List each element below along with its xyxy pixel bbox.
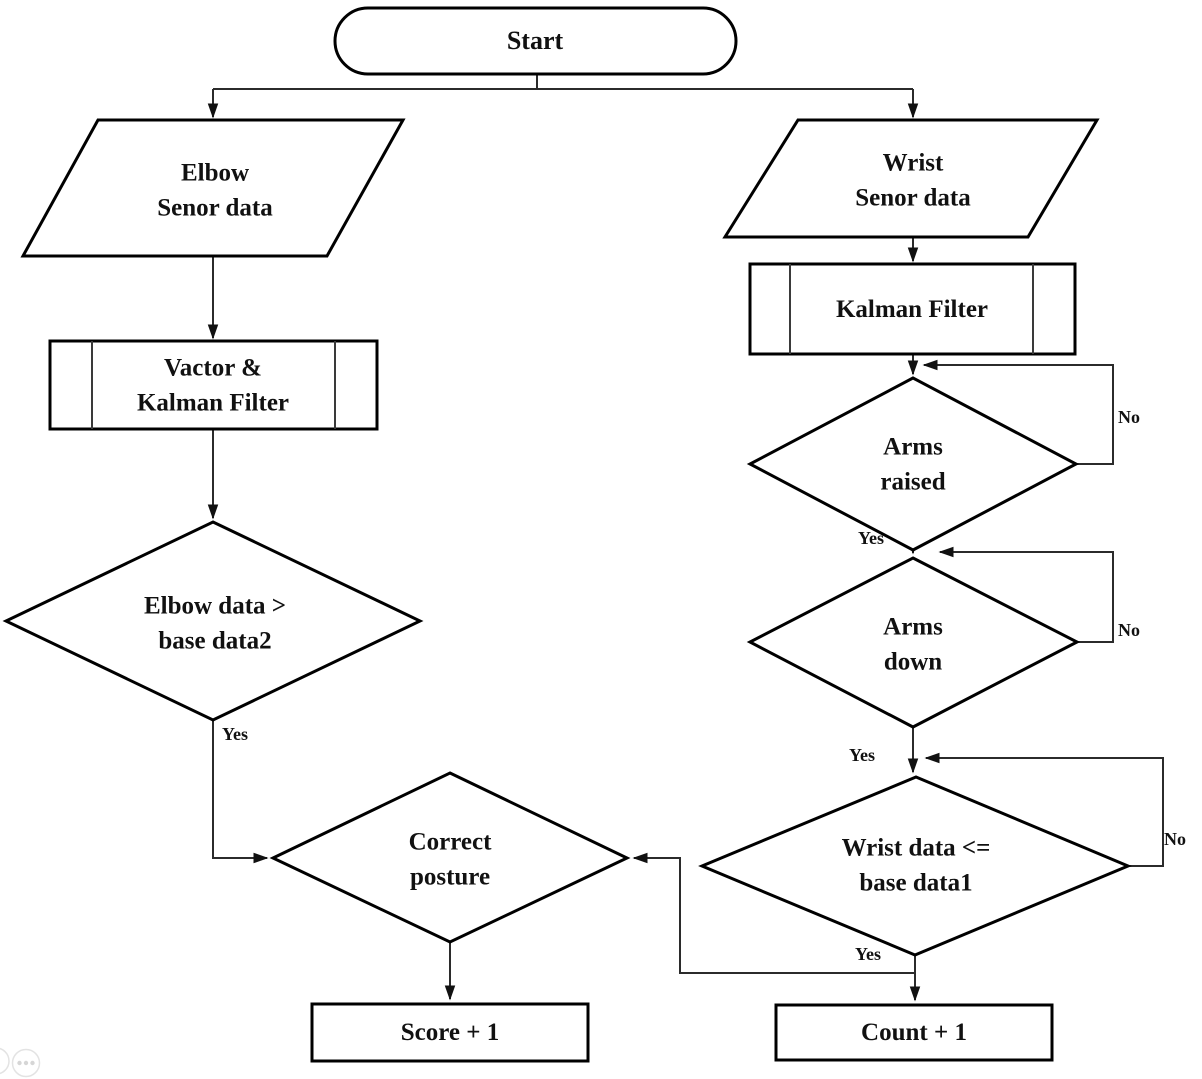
- edge-elbow-yes-to-correct-posture: [212, 720, 269, 864]
- edge-arms-down-no-loop: [938, 546, 1114, 643]
- floating-button-partial[interactable]: [0, 1047, 10, 1075]
- start-terminator-shape: [333, 6, 738, 76]
- arms-raised-diamond: [746, 376, 1080, 552]
- wrist-input-parallelogram: [722, 118, 1100, 239]
- floating-toolbar: [0, 1047, 41, 1078]
- score-box: [310, 1002, 590, 1063]
- arms-down-diamond: [746, 556, 1081, 729]
- edge-wrist-yes-to-correct-posture: [632, 852, 915, 974]
- kalman-process-box: [748, 262, 1077, 356]
- wrist-decision-diamond: [698, 775, 1132, 957]
- more-options-button[interactable]: [11, 1048, 41, 1078]
- vector-kalman-process-box: [48, 339, 379, 431]
- count-box: [774, 1003, 1054, 1062]
- elbow-decision-diamond: [2, 520, 424, 722]
- elbow-input-parallelogram: [20, 118, 406, 258]
- ellipsis-icon: [17, 1060, 35, 1066]
- edge-arms-raised-no-loop: [922, 359, 1114, 465]
- edge-wrist-no-loop: [924, 752, 1164, 867]
- correct-posture-diamond: [269, 771, 631, 944]
